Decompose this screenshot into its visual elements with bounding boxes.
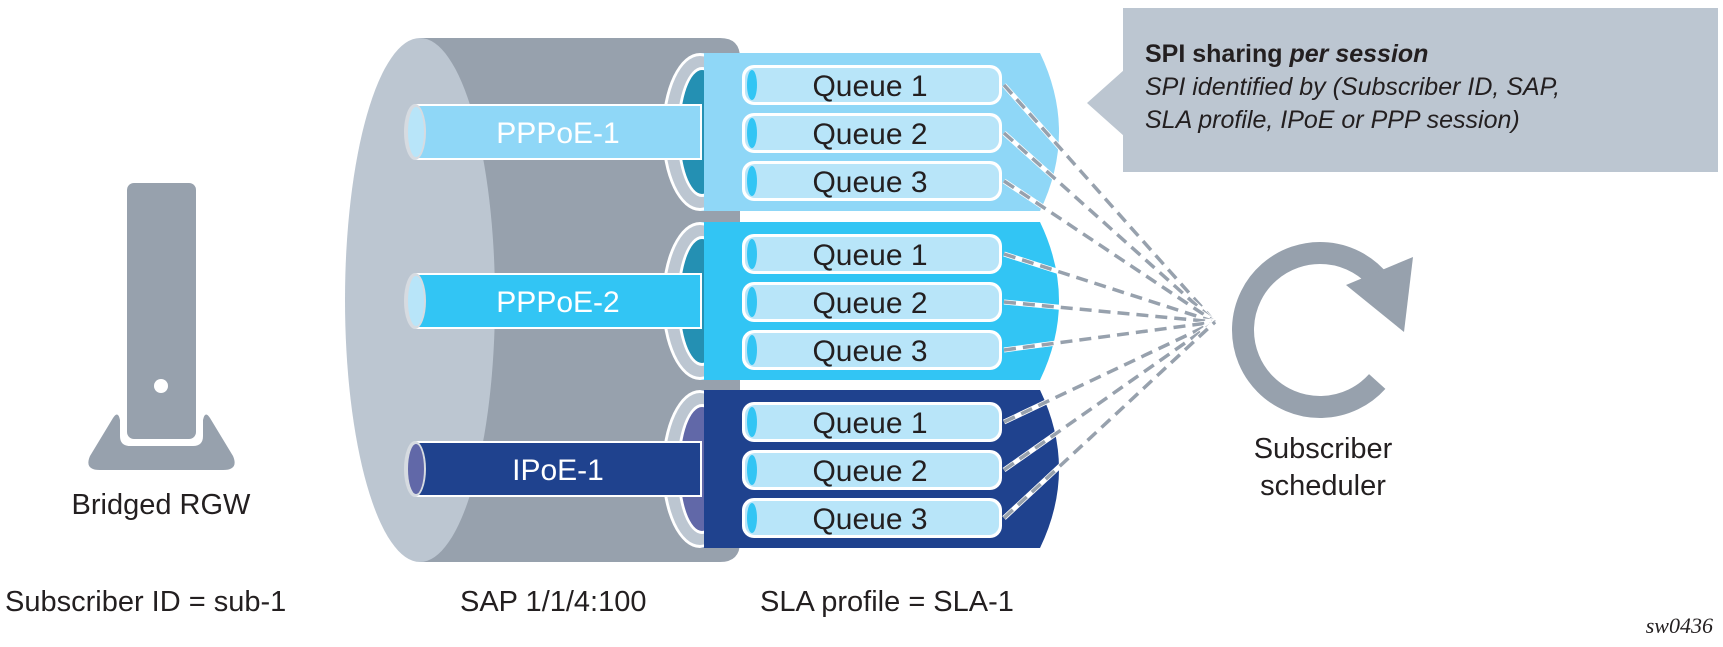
queue-pill [745,405,999,439]
queue-label: Queue 2 [812,287,927,320]
rgw-label: Bridged RGW [72,489,252,521]
queue-line [1003,320,1216,352]
queue-label: Queue 1 [812,407,927,440]
queue-line [1002,320,1217,472]
queue-line [1002,83,1217,324]
queue-pill [745,164,999,198]
queue-label: Queue 2 [812,455,927,488]
callout-body-line2: SLA profile, IPoE or PPP session) [1145,106,1520,134]
scheduler-label-line1: Subscriber [1254,433,1393,465]
queue-pill [745,116,999,150]
queue-line-halo [1003,251,1216,325]
session-label: IPoE-1 [512,454,604,487]
refresh-cycle-icon [1232,242,1413,418]
scheduler-label-line2: scheduler [1260,470,1386,502]
callout-body-line1: SPI identified by (Subscriber ID, SAP, [1145,73,1561,101]
session-label: PPPoE-2 [496,286,619,319]
queue-pill [745,333,999,367]
session-pipe-cap-inner [408,276,424,326]
router-gateway-icon [88,183,235,470]
session-pipe-pppoe-1 [415,106,700,158]
subscriber-id-label: Subscriber ID = sub-1 [5,586,286,618]
queue-to-scheduler-lines [1002,83,1217,520]
queue-line [1002,131,1217,324]
sla-profile-label: SLA profile = SLA-1 [760,586,1014,618]
figure-id: sw0436 [1645,613,1713,638]
session-pipe-cap-inner [408,107,424,157]
callout-title: SPI sharing per session [1145,40,1429,68]
callout-pointer [1087,70,1124,136]
queue-label: Queue 3 [812,503,927,536]
queue-label: Queue 1 [812,239,927,272]
queue-label: Queue 2 [812,118,927,151]
queue-cap [747,118,757,148]
queue-pill [745,453,999,487]
sla-pipe-body-overlap [704,222,740,380]
sla-pipe-body-overlap [704,53,740,211]
queue-cap [747,239,757,269]
queue-cap [747,335,757,365]
queue-label: Queue 1 [812,70,927,103]
queue-cap [747,503,757,533]
queue-pill [745,68,999,102]
queue-cap [747,166,757,196]
queue-line [1003,300,1216,324]
sla-pipe-body-overlap [704,390,740,548]
queue-pill [745,237,999,271]
sap-label: SAP 1/1/4:100 [460,586,647,618]
queue-label: Queue 3 [812,335,927,368]
queue-pill [745,501,999,535]
queue-line [1003,179,1216,324]
queue-pill [745,285,999,319]
queue-cap [747,407,757,437]
session-label: PPPoE-1 [496,117,619,150]
queue-line [1003,320,1216,424]
queue-label: Queue 3 [812,166,927,199]
queue-cap [747,455,757,485]
session-pipe-cap-inner [408,444,424,494]
queue-cap [747,287,757,317]
queue-line [1002,320,1217,520]
spi-callout: SPI sharing per session SPI identified b… [1123,8,1718,172]
session-pipe-pppoe-2 [415,275,700,327]
queue-cap [747,70,757,100]
session-pipe-ipoe-1 [415,443,700,495]
